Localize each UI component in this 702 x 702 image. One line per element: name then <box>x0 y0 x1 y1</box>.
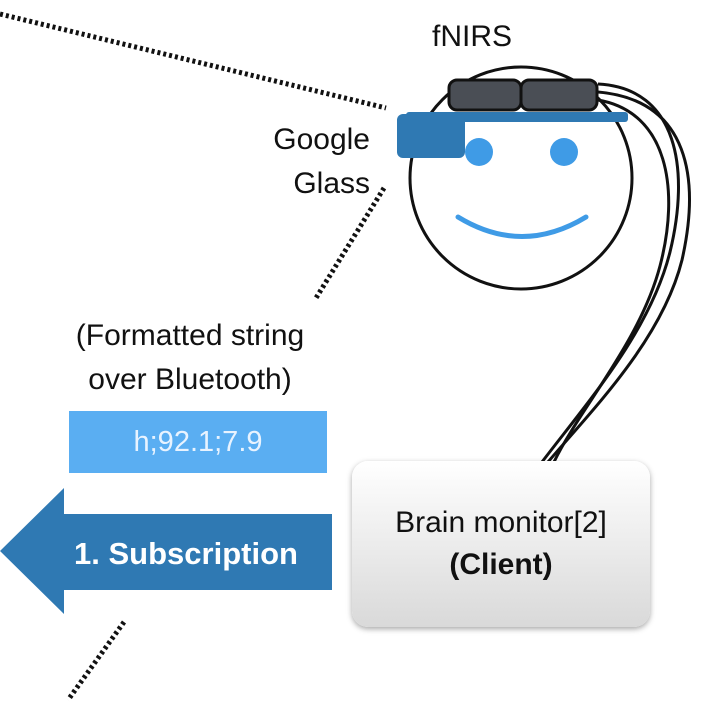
google-glass-label-line1: Google <box>273 123 370 156</box>
message-value-box: h;92.1;7.9 <box>69 411 327 473</box>
brain-monitor-client-box: Brain monitor[2] (Client) <box>352 461 650 627</box>
left-eye <box>465 138 493 166</box>
google-glass-label-line2: Glass <box>293 167 370 200</box>
glass-body <box>397 114 465 158</box>
fnirs-sensor-left <box>447 78 523 112</box>
message-value: h;92.1;7.9 <box>133 425 263 458</box>
dotted-line-bottom <box>65 620 127 702</box>
subscription-arrow-label: 1. Subscription <box>74 536 298 571</box>
smile <box>455 214 589 239</box>
dotted-line-top <box>0 11 387 111</box>
right-eye <box>550 138 578 166</box>
client-name: Brain monitor[2] <box>395 506 607 539</box>
formatted-string-caption-line1: (Formatted string <box>75 319 305 352</box>
fnirs-cable-3 <box>552 98 671 463</box>
fnirs-sensor-right <box>519 78 599 112</box>
fnirs-label: fNIRS <box>431 20 512 53</box>
subscription-arrow <box>0 488 332 614</box>
google-glass-label: Google Glass <box>230 118 370 206</box>
formatted-string-caption: (Formatted string over Bluetooth) <box>20 314 360 402</box>
formatted-string-caption-line2: over Bluetooth) <box>88 363 292 396</box>
face-head <box>408 65 634 291</box>
client-role: (Client) <box>449 548 553 581</box>
